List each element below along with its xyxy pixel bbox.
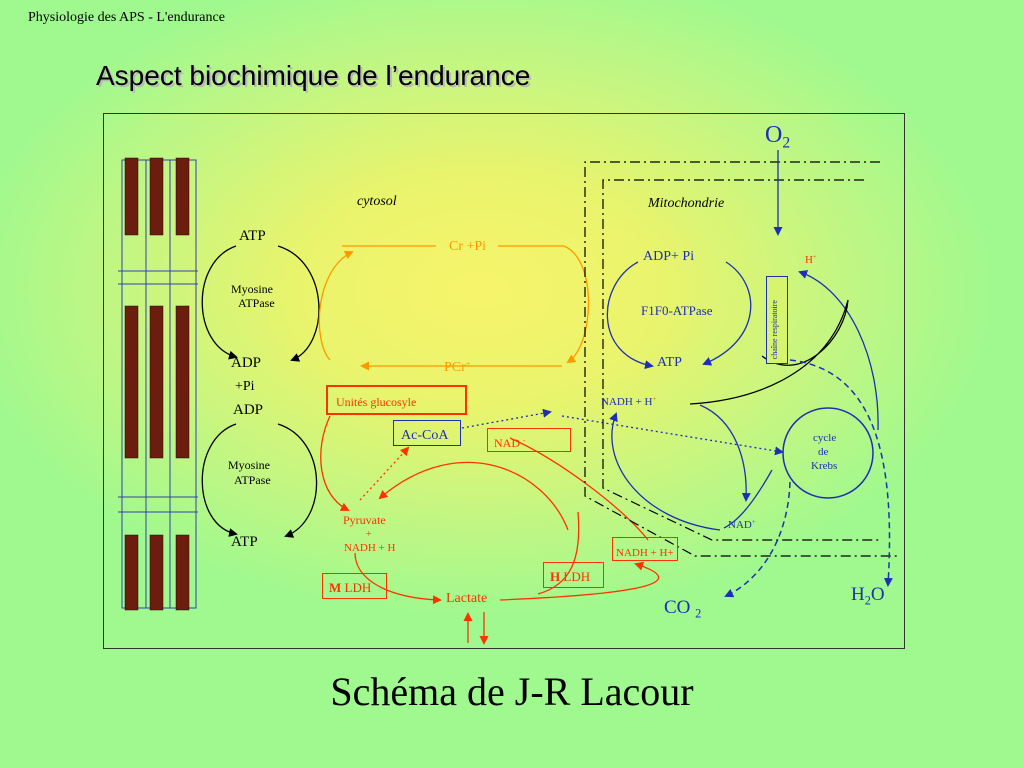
pcr-cycle-arrows <box>318 245 590 371</box>
slide-title: Aspect biochimique de l’endurance <box>96 60 531 91</box>
h2o-h: H <box>851 584 865 605</box>
myosine-atpase-2b-label: ATPase <box>234 473 271 487</box>
mitochondrie-label: Mitochondrie <box>648 196 725 211</box>
h-plus-label: H+ <box>805 254 817 266</box>
cr-pi-label: Cr +Pi <box>449 239 487 254</box>
m-ldh-label: M LDH <box>329 580 371 595</box>
lactate-label: Lactate <box>446 591 488 606</box>
nadh-mito-sign: + <box>652 396 657 404</box>
chaine-respiratoire-label: chaîne respiratoire <box>770 299 779 359</box>
nad-box: NAD - <box>487 428 571 452</box>
pi-1-label: +Pi <box>235 379 255 394</box>
krebs-name-label: Krebs <box>811 460 838 472</box>
adp-pi-mito-label: ADP+ Pi <box>643 249 695 264</box>
h-ldh-text: LDH <box>560 569 591 584</box>
o2-o: O <box>765 122 783 148</box>
nadh-to-chain-arrow <box>689 299 849 405</box>
m-ldh-text: LDH <box>341 580 372 595</box>
h-ldh-box: H LDH <box>543 562 604 588</box>
nad-box-label: NAD - <box>494 436 525 450</box>
h-ldh-label: H LDH <box>550 569 590 584</box>
chaine-respiratoire-box: chaîne respiratoire <box>766 276 788 364</box>
co2-co: CO <box>664 597 691 618</box>
h2o-o: O <box>870 584 885 605</box>
muscle-fibers <box>118 157 198 611</box>
pcr-text: PCr <box>444 360 466 376</box>
krebs-cycle-label: cycle <box>813 432 837 444</box>
glycolysis-arrows <box>320 415 660 643</box>
nadh-mito-label: NADH + H+ <box>601 396 657 408</box>
myosine-atpase-1b-label: ATPase <box>238 296 275 310</box>
nadh-h-box-label: NADH + H+ <box>616 547 674 559</box>
nad-box-sign: - <box>523 436 526 445</box>
unites-glucosyle-label: Unités glucosyle <box>336 395 417 409</box>
slide-header: Physiologie des APS - L'endurance <box>28 10 225 25</box>
nad-plus-sign: + <box>751 519 756 527</box>
myosine-atpase-2-label: Myosine <box>228 458 270 472</box>
diagram-frame <box>103 113 905 649</box>
cytosol-label: cytosol <box>357 194 397 209</box>
co2-sub: 2 <box>695 606 702 621</box>
myosine-atpase-1-label: Myosine <box>231 282 273 296</box>
h2o-sub: 2 <box>864 593 871 608</box>
pcr-charge: + <box>465 359 471 368</box>
output-dashed-arrows <box>724 359 893 598</box>
m-ldh-box: M LDH <box>322 573 387 599</box>
slide-caption: Schéma de J-R Lacour <box>330 669 694 714</box>
pyruvate-plus-label: + <box>366 529 372 540</box>
pyruvate-to-accoa-arrow <box>359 446 410 501</box>
atp-top-label: ATP <box>239 228 266 244</box>
accoa-to-krebs-arrows <box>461 408 784 456</box>
o2-label: O2 <box>765 123 790 151</box>
nadh-h-box: NADH + H+ <box>612 537 678 561</box>
myosine-cycle-arrows <box>201 245 320 538</box>
pyruvate-label: Pyruvate <box>343 513 386 527</box>
h2o-label: H2O <box>851 585 885 607</box>
h-plus-sign: + <box>812 254 817 262</box>
nad-box-text: NAD <box>494 436 520 450</box>
co2-label: CO 2 <box>664 598 701 620</box>
krebs-de-label: de <box>818 446 829 458</box>
pcr-label: PCr+ <box>444 359 471 376</box>
f1f0-atpase-label: F1F0-ATPase <box>641 303 713 318</box>
m-ldh-bold: M <box>329 580 342 595</box>
unites-glucosyle-box: Unités glucosyle <box>326 385 467 415</box>
ac-coa-box: Ac-CoA <box>393 420 461 446</box>
adp-1-label: ADP <box>231 355 262 371</box>
mitochondria-arrows <box>606 150 879 531</box>
atp-bottom-label: ATP <box>231 534 258 550</box>
ac-coa-label: Ac-CoA <box>401 428 449 443</box>
h-ldh-bold: H <box>550 569 561 584</box>
atp-mito-label: ATP <box>657 355 682 370</box>
nadh-mito-text: NADH + H <box>601 396 653 408</box>
adp-2-label: ADP <box>233 402 264 418</box>
krebs-cycle-circle <box>782 407 874 499</box>
h-plus-h: H <box>805 254 813 266</box>
pyruvate-nadh-label: NADH + H <box>344 542 396 554</box>
o2-sub: 2 <box>782 134 791 152</box>
nad-plus-text: NAD <box>728 519 752 531</box>
nad-plus-label: NAD+ <box>728 519 756 531</box>
mitochondria-membranes <box>584 161 898 557</box>
